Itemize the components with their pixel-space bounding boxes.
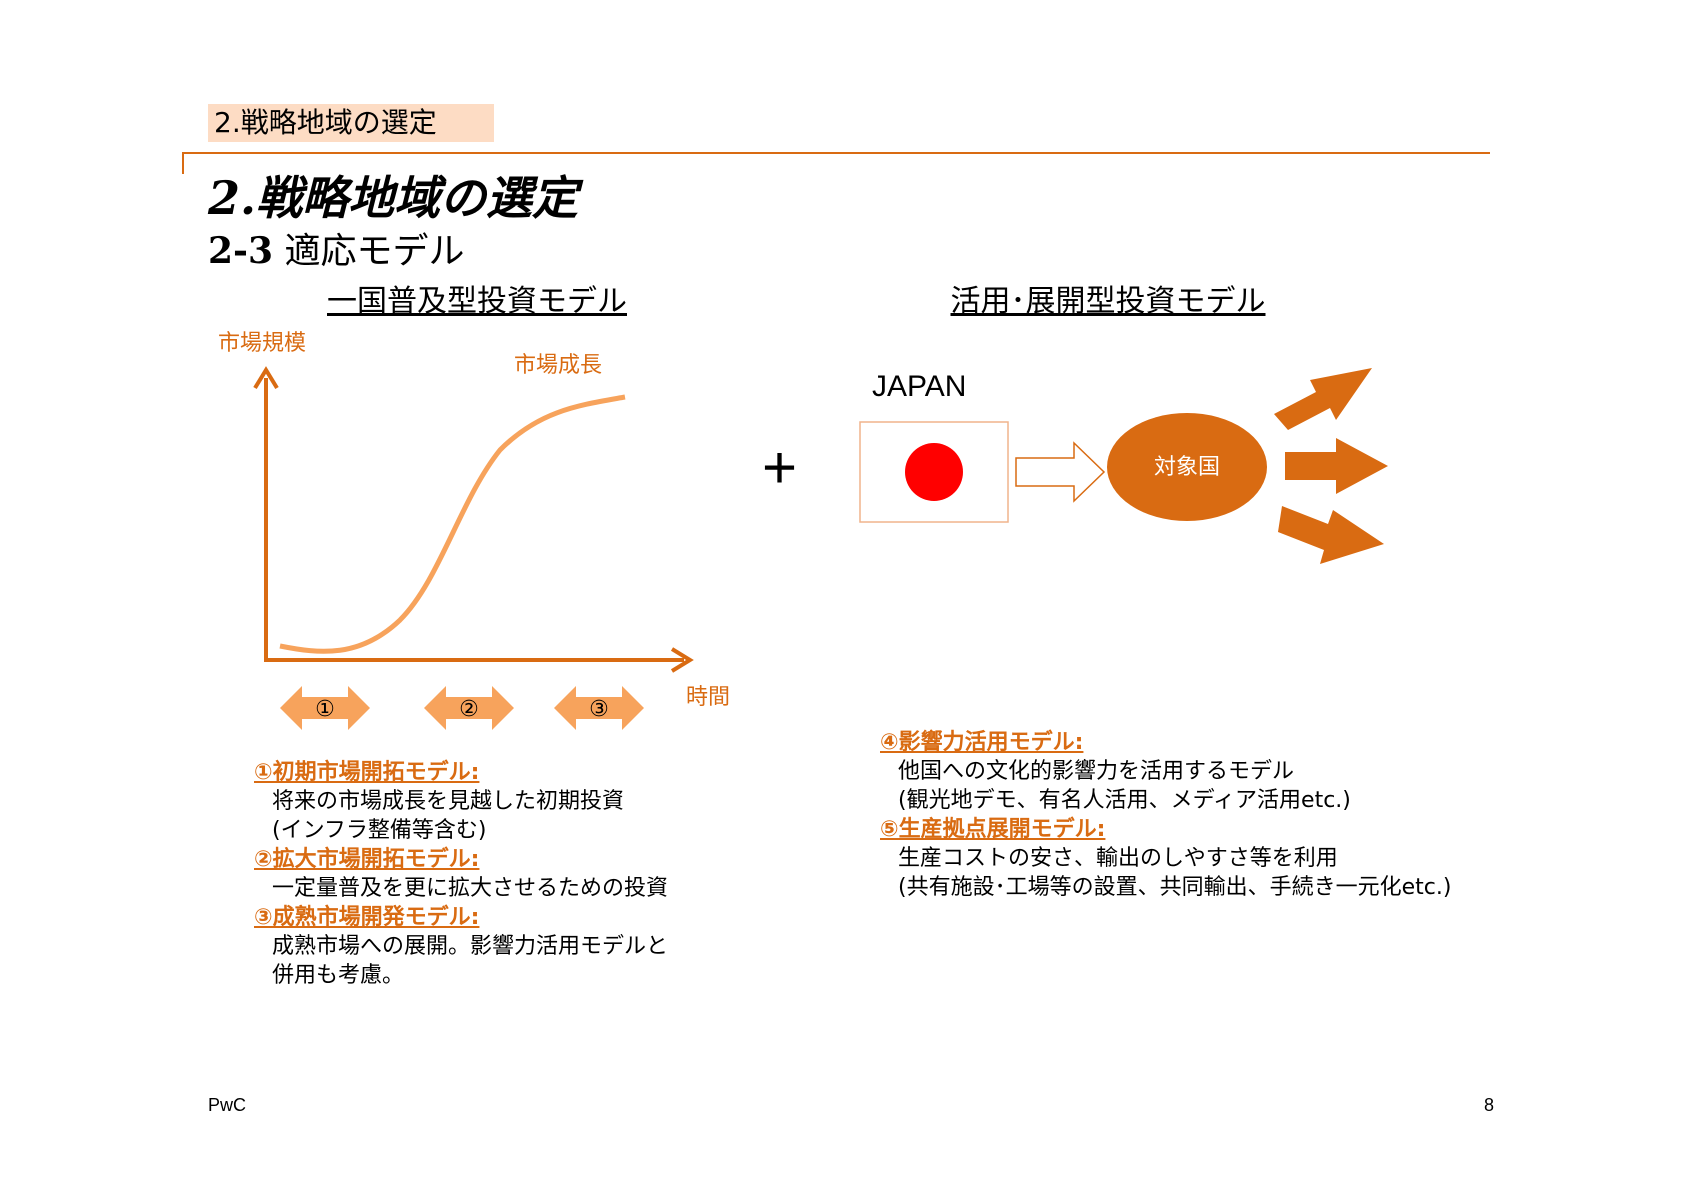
left-model-title: 一国普及型投資モデル <box>327 284 627 319</box>
desc-5-line-1: 生産コストの安さ、輸出のしやすさ等を利用 <box>898 846 1338 871</box>
japan-flag-sun <box>905 443 963 501</box>
desc-1-line-2: (インフラ整備等含む) <box>272 818 487 843</box>
subtitle-number: 2-3 <box>208 230 274 272</box>
desc-2-line-1: 一定量普及を更に拡大させるための投資 <box>272 876 669 901</box>
page-subtitle: 2-3 適応モデル <box>208 228 465 275</box>
outgoing-arrow-right <box>1285 438 1388 494</box>
subtitle-text: 適応モデル <box>284 231 465 272</box>
plus-sign: + <box>762 434 798 501</box>
outgoing-arrow-up <box>1274 368 1372 430</box>
phase-arrow-1 <box>280 686 370 730</box>
right-descriptions: ④影響力活用モデル: 他国への文化的影響力を活用するモデル (観光地デモ、有名人… <box>880 728 1451 902</box>
outgoing-arrow-down <box>1278 506 1384 564</box>
right-model-title: 活用･展開型投資モデル <box>950 284 1266 319</box>
phase-label-2: ② <box>459 697 479 722</box>
x-axis-label: 時間 <box>686 685 731 710</box>
curve-label: 市場成長 <box>514 353 603 378</box>
desc-4-line-1: 他国への文化的影響力を活用するモデル <box>898 759 1295 784</box>
desc-3-line-1: 成熟市場への展開。影響力活用モデルと <box>272 934 669 959</box>
phase-label-1: ① <box>315 697 335 722</box>
desc-4-line-2: (観光地デモ、有名人活用、メディア活用etc.) <box>898 788 1351 813</box>
y-axis-label: 市場規模 <box>218 331 307 356</box>
desc-3-head: ③成熟市場開発モデル: <box>254 905 480 930</box>
desc-1-line-1: 将来の市場成長を見越した初期投資 <box>272 789 625 814</box>
page-title: 2.戦略地域の選定 <box>208 171 579 225</box>
desc-1-head: ①初期市場開拓モデル: <box>254 760 480 785</box>
japan-to-target-arrow <box>1015 441 1106 503</box>
header-rule <box>182 152 1490 154</box>
x-axis-arrowhead <box>670 647 694 673</box>
desc-5-line-2: (共有施設･工場等の設置、共同輸出、手続き一元化etc.) <box>898 875 1452 900</box>
desc-5-head: ⑤生産拠点展開モデル: <box>880 817 1106 842</box>
header-rule-tick <box>182 152 184 174</box>
page-number: 8 <box>1484 1095 1495 1115</box>
desc-4-head: ④影響力活用モデル: <box>880 730 1084 755</box>
target-country-label: 対象国 <box>1154 455 1220 480</box>
desc-3-line-2: 併用も考慮。 <box>272 963 405 988</box>
y-axis-arrowhead <box>253 366 279 390</box>
phase-arrow-2 <box>424 686 514 730</box>
desc-2-head: ②拡大市場開拓モデル: <box>254 847 480 872</box>
phase-label-3: ③ <box>589 697 609 722</box>
section-tag: 2.戦略地域の選定 <box>208 104 494 142</box>
market-growth-curve <box>279 394 626 654</box>
left-descriptions: ①初期市場開拓モデル: 将来の市場成長を見越した初期投資 (インフラ整備等含む)… <box>254 758 668 990</box>
target-country-ellipse <box>1107 413 1267 521</box>
phase-arrow-3 <box>554 686 644 730</box>
footer-brand: PwC <box>208 1095 247 1115</box>
japan-label: JAPAN <box>872 370 967 403</box>
